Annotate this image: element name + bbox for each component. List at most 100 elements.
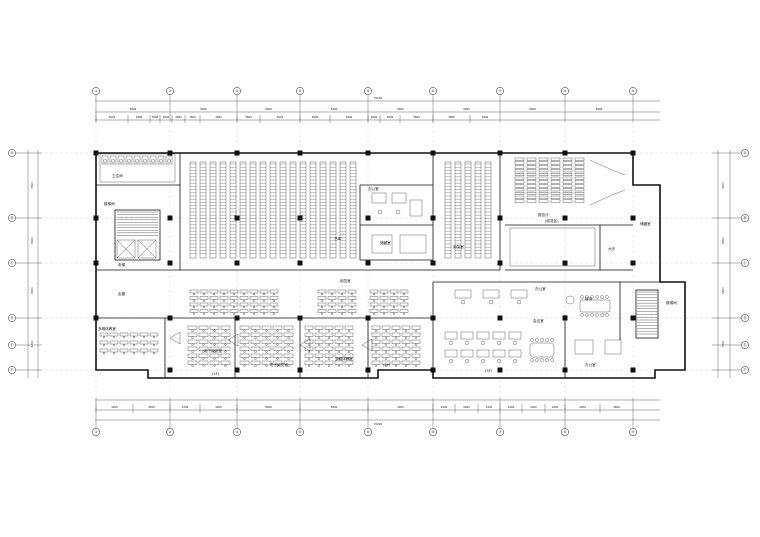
- chair: [243, 357, 246, 360]
- meeting-chair: [530, 358, 534, 362]
- seat-row: [562, 176, 573, 180]
- toilet-fixture: [159, 158, 163, 164]
- chair: [317, 350, 321, 353]
- dim-right: 7800: [721, 340, 725, 347]
- chair: [242, 306, 246, 309]
- desk: [283, 346, 294, 351]
- dim-sub-top: 3600: [245, 115, 252, 119]
- seat-row: [538, 161, 549, 165]
- desk: [314, 325, 324, 330]
- computer-room-label-2: 电子阅览室: [270, 362, 288, 367]
- desk: [129, 332, 139, 337]
- desk: [327, 309, 337, 313]
- chair: [394, 364, 398, 367]
- chair: [340, 299, 344, 302]
- desk: [304, 360, 314, 365]
- chair: [374, 350, 378, 353]
- desk: [381, 325, 391, 330]
- seat-row: [538, 173, 549, 176]
- left-axis-3: Ⓒ: [10, 260, 14, 265]
- dim-sub-top: 3600: [312, 115, 319, 119]
- chair: [212, 306, 216, 309]
- chair: [272, 312, 276, 315]
- dim-sub-top: 3600: [387, 115, 394, 119]
- dim-sub-bottom: 2400: [397, 405, 404, 409]
- desk: [99, 348, 109, 353]
- chair: [374, 329, 378, 332]
- desk: [369, 296, 379, 300]
- desk: [344, 325, 354, 330]
- chair: [152, 336, 156, 339]
- left-axis-6: Ⓕ: [10, 367, 14, 372]
- desk: [391, 346, 401, 351]
- chair: [320, 312, 324, 315]
- desk: [99, 340, 109, 345]
- dim-bay-top: 8400: [463, 107, 470, 111]
- dim-sub-bottom: 2400: [463, 405, 470, 409]
- right-stair-label: 楼梯间: [666, 300, 677, 305]
- chair: [213, 350, 216, 353]
- central-office: 办公室 储藏室: [368, 186, 427, 254]
- seat-row: [514, 173, 525, 176]
- dim-sub-bottom: 2400: [530, 405, 537, 409]
- toilet-fixture: [151, 158, 155, 164]
- seat-row: [514, 188, 525, 192]
- dim-bay-top: 8400: [397, 107, 404, 111]
- shelf: [319, 161, 327, 259]
- shelf: [259, 161, 267, 259]
- desk: [249, 289, 259, 294]
- dim-sub-bottom: 4200: [111, 405, 118, 409]
- chair: [102, 352, 106, 355]
- desk: [344, 332, 354, 337]
- dim-sub-top: 3600: [163, 115, 170, 119]
- left-axis-5-circle: [8, 341, 16, 349]
- desk: [239, 289, 249, 294]
- seat-row: [550, 161, 561, 165]
- chair: [404, 350, 408, 353]
- desk: [371, 325, 381, 330]
- chair: [372, 293, 376, 296]
- desk: [379, 309, 389, 313]
- workstation: [492, 331, 506, 340]
- chair: [202, 350, 205, 353]
- desk: [283, 353, 294, 358]
- chair: [112, 352, 116, 355]
- shelf: [189, 161, 197, 259]
- shelf: [219, 161, 227, 259]
- seat-row: [538, 192, 549, 195]
- seat-row: [562, 184, 573, 188]
- seat-row: [574, 192, 585, 195]
- desk: [250, 360, 261, 365]
- chair: [384, 364, 388, 367]
- seat-row: [562, 169, 573, 173]
- dim-sub-top: 3600: [109, 115, 116, 119]
- chair: [202, 364, 205, 367]
- stair-core: 楼梯间 电梯: [104, 201, 161, 267]
- seat-row: [514, 199, 525, 203]
- desk: [219, 309, 229, 313]
- dim-left: 8400: [30, 237, 34, 244]
- desk: [259, 302, 269, 307]
- workstation: [492, 349, 506, 358]
- toilet-stall: [149, 155, 157, 165]
- desk: [239, 332, 250, 337]
- chair: [327, 336, 331, 339]
- chair: [402, 299, 406, 302]
- chair: [320, 306, 324, 309]
- chair: [192, 293, 196, 296]
- top-axis-4: ④: [298, 89, 301, 93]
- conference-chair: [585, 313, 589, 317]
- desk: [283, 360, 294, 365]
- chair: [340, 306, 344, 309]
- bottom-axis-4-circle: [296, 428, 304, 436]
- chair: [202, 336, 205, 339]
- desk: [189, 302, 199, 307]
- chair: [404, 364, 408, 367]
- chair: [276, 364, 279, 367]
- workstation-chair: [465, 341, 469, 345]
- chair: [242, 299, 246, 302]
- chair: [191, 364, 194, 367]
- computer-room-label: 电子阅览室: [204, 348, 222, 353]
- desk: [261, 325, 272, 330]
- chair: [191, 336, 194, 339]
